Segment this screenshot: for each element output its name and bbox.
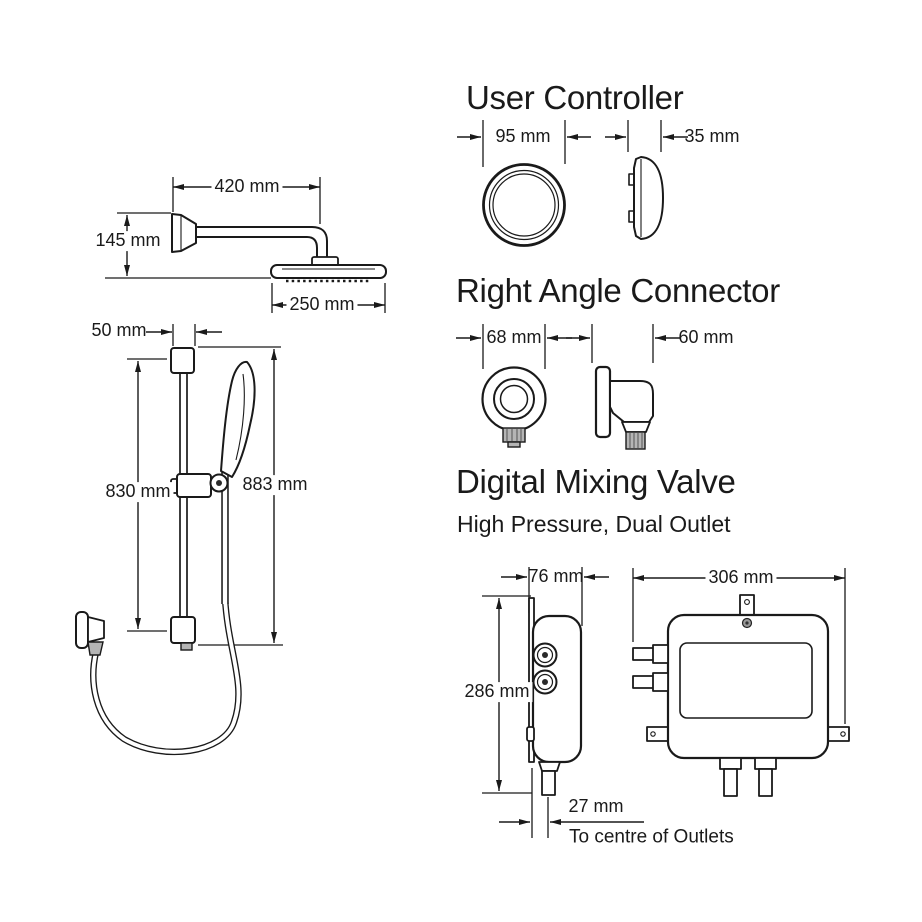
- controller-front-ring: [488, 169, 560, 241]
- connector-side-nozzle: [625, 431, 646, 450]
- connector-front-bore: [499, 384, 529, 414]
- bracket-nozzle: [180, 642, 193, 651]
- wall-flange: [171, 213, 197, 253]
- connector-front-outer: [481, 366, 547, 432]
- shower-arm: [195, 226, 328, 259]
- dim-label-outlet-offset: 27 mm: [568, 796, 624, 817]
- valve-outlet-collar: [754, 757, 777, 770]
- controller-front-outer: [482, 163, 566, 247]
- shower-arm-drawing: [105, 177, 387, 313]
- slide-rail-drawing: [75, 324, 283, 756]
- wall-outlet-nut: [87, 641, 104, 656]
- valve-inlet-collar: [652, 644, 669, 664]
- dim-label-controller-diameter: 95 mm: [495, 126, 551, 147]
- dim-label-overall-height: 883 mm: [239, 474, 311, 495]
- valve-port-ring: [536, 673, 554, 691]
- dim-label-rail-length: 830 mm: [102, 481, 174, 502]
- valve-inlet-pipe: [632, 647, 656, 661]
- mixing-valve-front-drawing: [632, 568, 850, 797]
- mixing-valve-side-drawing: [482, 567, 644, 838]
- controller-front-ring: [492, 173, 556, 237]
- valve-side-outlet-collar: [538, 761, 561, 772]
- rail-bottom-bracket: [170, 616, 196, 644]
- valve-right-tab: [827, 726, 850, 742]
- connector-side-body: [609, 380, 654, 423]
- valve-port-dot: [542, 652, 548, 658]
- right-angle-connector-title: Right Angle Connector: [456, 272, 780, 309]
- outlet-note: To centre of Outlets: [569, 826, 734, 848]
- wall-outlet-plate: [75, 611, 89, 649]
- dim-label-bracket-offset: 50 mm: [91, 320, 147, 341]
- valve-right-tab-hole: [840, 731, 846, 737]
- wall-outlet-body: [87, 616, 105, 643]
- dim-label-arm-length: 420 mm: [211, 176, 283, 197]
- connector-front-nub: [507, 441, 521, 448]
- valve-inlet-collar: [652, 672, 669, 692]
- valve-side-clip: [526, 726, 535, 742]
- valve-side-outlet-pipe: [541, 770, 556, 796]
- rail-top-bracket: [170, 347, 195, 374]
- valve-port-ring: [536, 646, 554, 664]
- user-controller-title: User Controller: [466, 79, 684, 116]
- connector-side-collar: [621, 421, 651, 433]
- digital-mixing-valve-subtitle: High Pressure, Dual Outlet: [457, 511, 731, 537]
- controller-side-profile: [633, 156, 664, 240]
- shower-hose-inner: [91, 596, 241, 754]
- handset-holder: [176, 473, 212, 498]
- connector-side-plate: [594, 365, 612, 439]
- valve-top-tab-hole: [744, 599, 750, 605]
- handset-head: [220, 360, 256, 478]
- valve-screw-dot: [745, 621, 749, 625]
- handset-face-line: [235, 373, 245, 461]
- right-angle-connector-drawing: [456, 324, 680, 450]
- valve-port-dot: [542, 679, 548, 685]
- dim-label-connector-diameter: 68 mm: [486, 327, 542, 348]
- valve-outlet-pipe: [758, 768, 773, 797]
- valve-side-body: [531, 614, 583, 764]
- valve-port-outer: [532, 669, 558, 695]
- dim-label-valve-height: 286 mm: [461, 681, 533, 702]
- shower-hose: [90, 594, 242, 756]
- connector-front-nut: [502, 427, 526, 443]
- dim-label-valve-depth: 76 mm: [528, 566, 584, 587]
- digital-mixing-valve-title: Digital Mixing Valve: [456, 463, 736, 500]
- valve-inlet-pipe: [632, 675, 656, 689]
- user-controller-drawing: [457, 120, 688, 247]
- dim-label-valve-width: 306 mm: [705, 567, 777, 588]
- valve-outlet-collar: [719, 757, 742, 770]
- valve-left-tab-hole: [650, 731, 656, 737]
- valve-outlet-pipe: [723, 768, 738, 797]
- valve-port-outer: [532, 642, 558, 668]
- dim-label-drop-height: 145 mm: [92, 230, 164, 251]
- dim-label-controller-depth: 35 mm: [684, 126, 740, 147]
- valve-left-tab: [646, 726, 669, 742]
- connector-front-ring: [493, 378, 535, 420]
- dim-label-head-diameter: 250 mm: [286, 294, 358, 315]
- holder-knob-dot: [216, 480, 222, 486]
- valve-front-panel: [679, 642, 813, 719]
- shower-head: [270, 264, 387, 279]
- dim-label-connector-depth: 60 mm: [678, 327, 734, 348]
